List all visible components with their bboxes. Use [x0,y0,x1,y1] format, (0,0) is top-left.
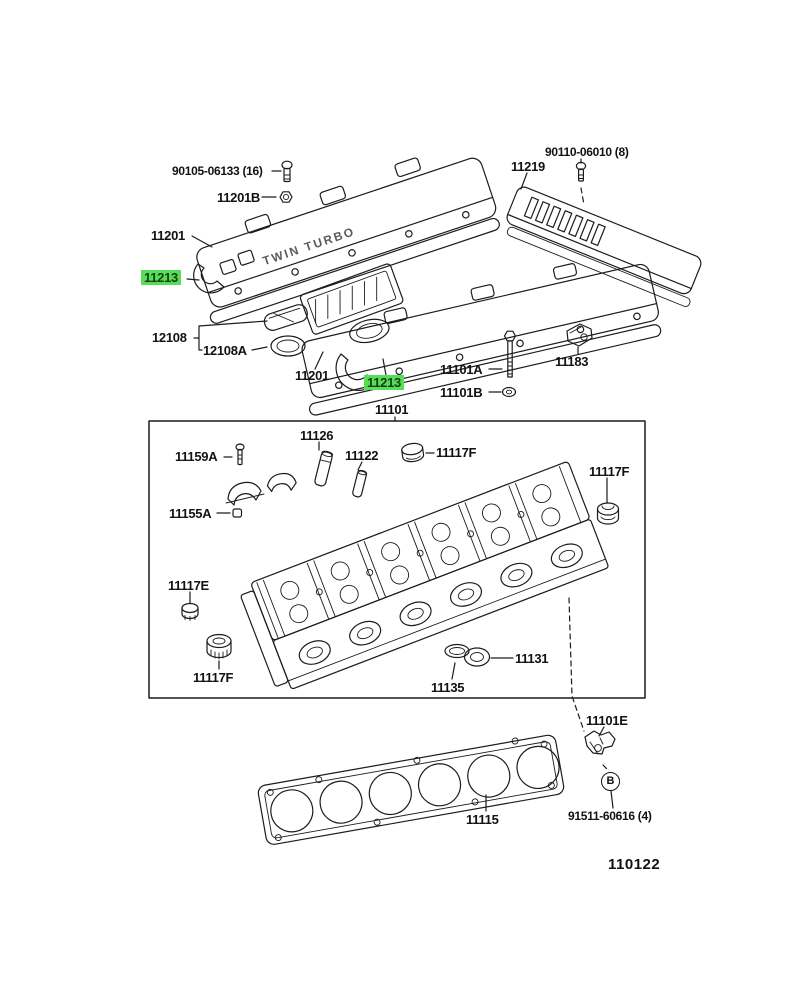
oil-filler-cap-drawing [263,304,308,331]
part-label-11135[interactable]: 11135 [431,680,465,695]
part-label-90110-06010[interactable]: 90110-06010 (8) [545,145,629,159]
head-section-box [148,420,646,699]
cover-emboss-text: TWIN TURBO [261,224,357,268]
camshaft-bearing-cap-drawing [225,472,297,506]
engine-hanger-11183-drawing [566,323,593,347]
plug-11117e-drawing [181,602,199,621]
part-label-11131[interactable]: 11131 [515,651,549,666]
leader-lines [186,158,614,812]
bolt-reference-b-badge: B [601,772,620,791]
part-label-11201-lower[interactable]: 11201 [295,368,329,383]
part-label-11126[interactable]: 11126 [300,428,334,443]
bolt-90105-drawing [281,160,293,183]
plug-11117f-top-drawing [401,442,425,463]
washer-11101b-drawing [501,386,517,398]
part-label-11201b[interactable]: 11201B [217,190,261,205]
head-bolt-11101a-drawing [503,330,517,378]
plug-11155a-drawing [232,508,243,518]
part-label-11155a[interactable]: 11155A [169,506,212,521]
part-label-12108[interactable]: 12108 [152,330,187,345]
cylinder-head-drawing [240,461,609,690]
part-label-11117e[interactable]: 11117E [168,578,209,593]
part-label-11159a[interactable]: 11159A [175,449,218,464]
part-label-11117f-right[interactable]: 11117F [589,464,630,479]
part-label-11101e[interactable]: 11101E [586,713,628,728]
part-label-12108a[interactable]: 12108A [203,343,247,358]
part-label-11213-lower-highlighted[interactable]: 11213 [364,375,404,390]
part-label-11117f-bottomleft[interactable]: 11117F [193,670,234,685]
valve-guide-11122-drawing [352,469,368,498]
part-label-11101[interactable]: 11101 [375,402,409,417]
bolt-90110-drawing [575,161,587,182]
part-label-11213-left-highlighted[interactable]: 11213 [141,270,181,285]
part-label-90105-06133[interactable]: 90105-06133 (16) [172,164,263,178]
plug-11117f-bottomleft-drawing [206,633,232,660]
part-label-11183[interactable]: 11183 [555,354,589,369]
part-label-91511-60616[interactable]: 91511-60616 (4) [568,809,652,823]
valve-cover-b-drawing [301,263,659,399]
oil-seal-11131-drawing [463,647,491,667]
part-label-11219[interactable]: 11219 [511,159,545,174]
part-label-11117f-top[interactable]: 11117F [436,445,477,460]
head-gasket-drawing [257,734,565,845]
cover-gasket-a-drawing [193,217,500,324]
part-label-11101a[interactable]: 11101A [440,362,483,377]
part-label-11115[interactable]: 11115 [466,812,499,827]
figure-page-code: 110122 [608,856,661,873]
part-label-11201-top[interactable]: 11201 [151,228,185,243]
plug-11117f-right-drawing [596,502,620,525]
seal-washer-11201b-drawing [279,191,293,203]
part-label-11122[interactable]: 11122 [345,448,379,463]
dashed-reference-lines [568,187,609,771]
part-label-11101b[interactable]: 11101B [440,385,483,400]
center-cover-drawing [506,186,702,307]
valve-guide-11126-drawing [314,450,334,487]
cap-gasket-12108a-drawing [270,335,306,357]
clamp-11101e-drawing [584,730,616,755]
stud-bolt-11159a-drawing [235,443,245,466]
gasket-ring-11135-drawing [444,643,470,659]
